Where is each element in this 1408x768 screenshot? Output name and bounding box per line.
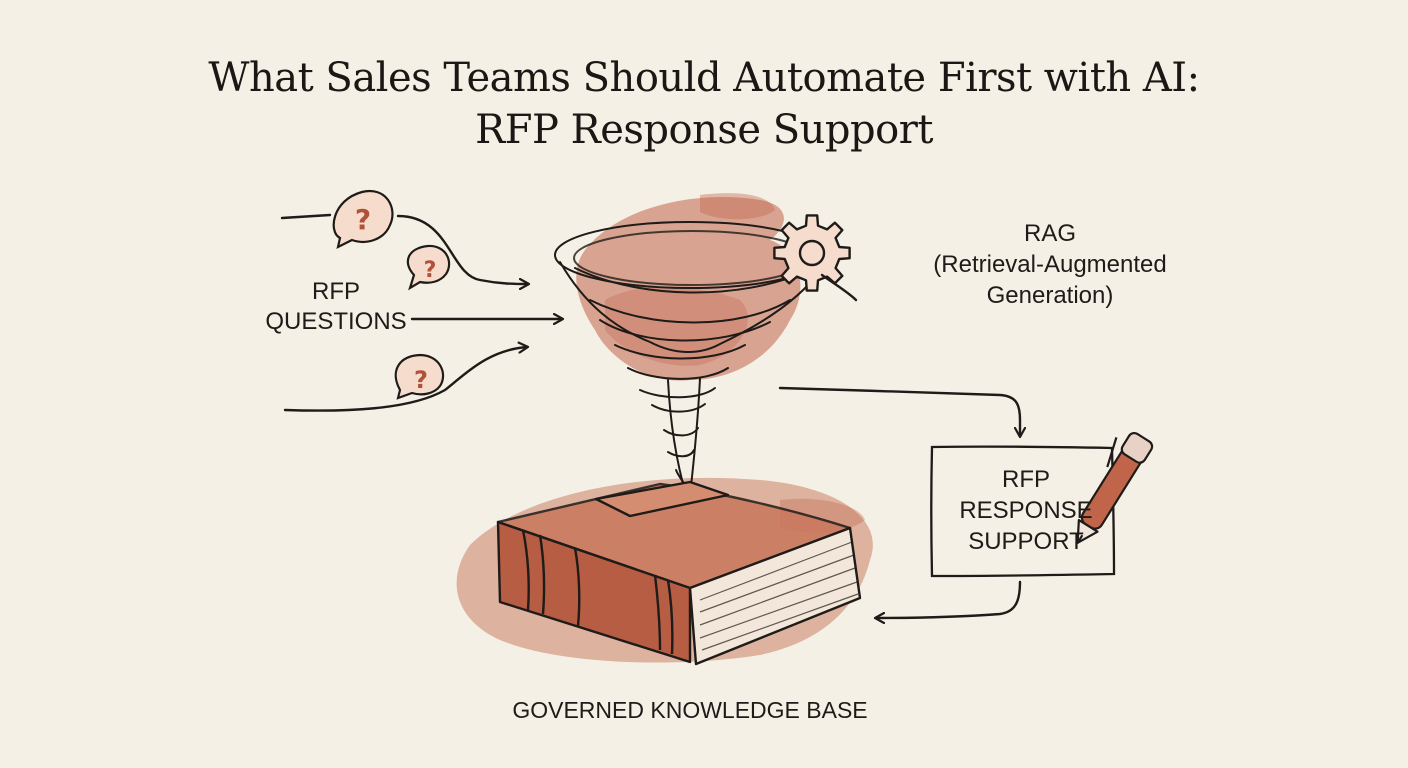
title-line-1: What Sales Teams Should Automate First w… [208,55,1200,101]
rfp-questions-label-line-2: QUESTIONS [265,308,407,335]
response-label: RFP RESPONSE SUPPORT [936,464,1116,557]
page-title: What Sales Teams Should Automate First w… [0,52,1408,156]
rag-label: RAG (Retrieval-Augmented Generation) [920,218,1180,311]
book-icon [496,480,862,666]
rfp-questions-label-line-1: RFP [312,278,360,305]
svg-text:?: ? [424,258,437,283]
rag-connector [820,273,858,302]
response-label-line-1: RFP [1002,466,1050,493]
question-bubble-icon: ? [332,189,394,250]
rag-label-line-1: RAG [1023,220,1076,247]
question-arrows [280,213,562,412]
svg-text:?: ? [355,203,371,236]
title-line-2: RFP Response Support [475,107,933,153]
gear-icon [773,214,851,292]
question-bubble-icon: ? [406,244,451,291]
response-label-line-2: RESPONSE [959,497,1093,524]
return-arrow [876,580,1022,618]
response-arrow [778,386,1020,436]
response-label-line-3: SUPPORT [968,528,1084,555]
svg-text:?: ? [414,366,428,394]
pen-icon [1076,431,1154,544]
rfp-questions-label: RFP QUESTIONS [246,277,426,337]
knowledge-base-label: GOVERNED KNOWLEDGE BASE [512,697,868,723]
rag-label-line-3: Generation) [986,282,1114,309]
response-box [930,445,1116,578]
rag-label-line-2: (Retrieval-Augmented [933,251,1167,278]
question-bubble-icon: ? [394,353,445,400]
